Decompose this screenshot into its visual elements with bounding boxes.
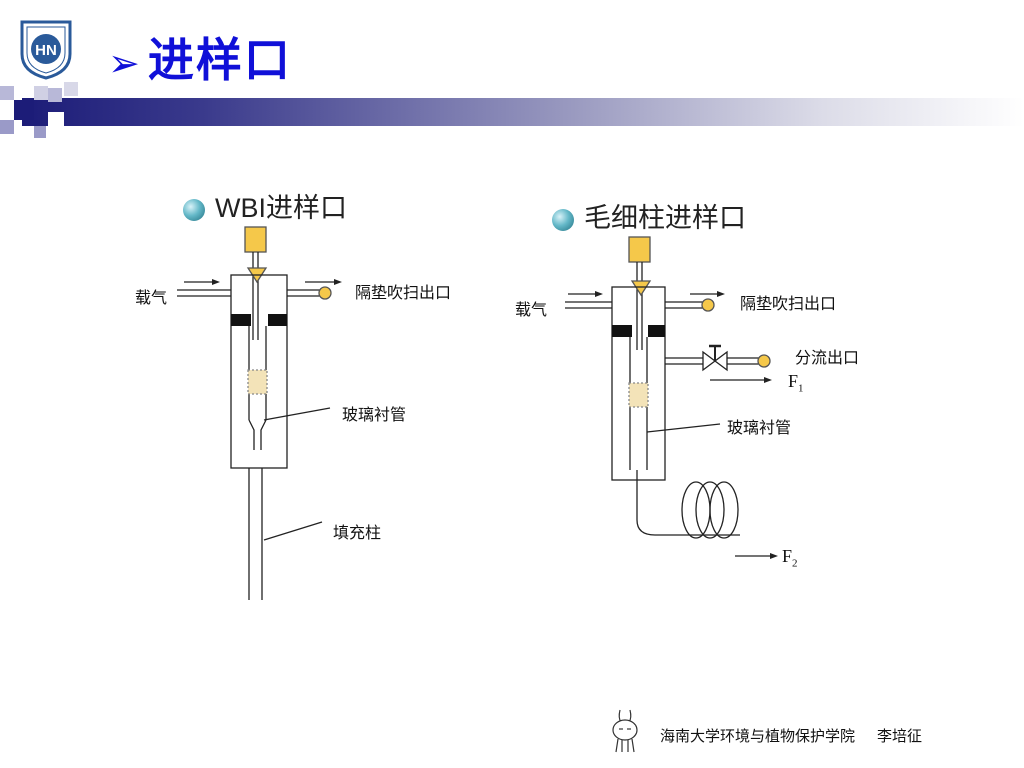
- svg-text:HN: HN: [35, 42, 57, 59]
- capillary-septum-purge-label: 隔垫吹扫出口: [740, 294, 837, 313]
- deco-square: [34, 86, 48, 100]
- university-logo-icon: HN: [20, 20, 72, 80]
- capillary-heading-text: 毛细柱进样口: [584, 203, 746, 234]
- deco-square: [0, 86, 14, 100]
- slide-footer: 海南大学环境与植物保护学院 李培征: [660, 725, 922, 746]
- wbi-injector-drawing: [177, 226, 342, 600]
- title-marker-icon: ➢: [108, 41, 142, 85]
- wbi-packed-column-label: 填充柱: [333, 523, 382, 542]
- flow-f1-subscript: 1: [798, 382, 804, 395]
- footer-author: 李培征: [877, 727, 923, 745]
- deco-square: [14, 100, 34, 120]
- bullet-sphere-icon: [183, 198, 205, 221]
- wbi-injector-heading: WBI进样口: [183, 186, 347, 225]
- capillary-liner-label: 玻璃衬管: [727, 418, 792, 437]
- footer-institution: 海南大学环境与植物保护学院: [660, 727, 856, 745]
- bullet-sphere-icon: [552, 208, 574, 231]
- wbi-carrier-gas-label: 载气: [135, 288, 168, 307]
- flow-f2-label: F2: [782, 546, 798, 570]
- capillary-injector-heading: 毛细柱进样口: [552, 196, 746, 235]
- flow-f2-subscript: 2: [792, 557, 798, 570]
- slide-title: ➢进样口: [108, 30, 292, 93]
- flow-f2-letter: F: [782, 546, 793, 566]
- split-outlet-label: 分流出口: [795, 348, 860, 367]
- title-underline-bar: [22, 98, 1024, 126]
- wbi-septum-purge-label: 隔垫吹扫出口: [355, 283, 452, 302]
- deco-square: [48, 88, 62, 102]
- flow-f1-label: F1: [788, 371, 804, 395]
- deco-square: [64, 82, 78, 96]
- deco-square: [48, 112, 64, 128]
- cartoon-mascot-icon: [612, 709, 638, 753]
- wbi-liner-label: 玻璃衬管: [342, 405, 407, 424]
- deco-square: [34, 126, 46, 138]
- capillary-injector-drawing: [565, 236, 778, 559]
- wbi-heading-suffix: 进样口: [266, 193, 347, 224]
- slide-title-text: 进样口: [147, 33, 292, 87]
- capillary-carrier-gas-label: 载气: [515, 300, 548, 319]
- flow-f1-letter: F: [788, 371, 799, 391]
- wbi-heading-prefix: WBI: [215, 193, 266, 223]
- deco-square: [0, 120, 14, 134]
